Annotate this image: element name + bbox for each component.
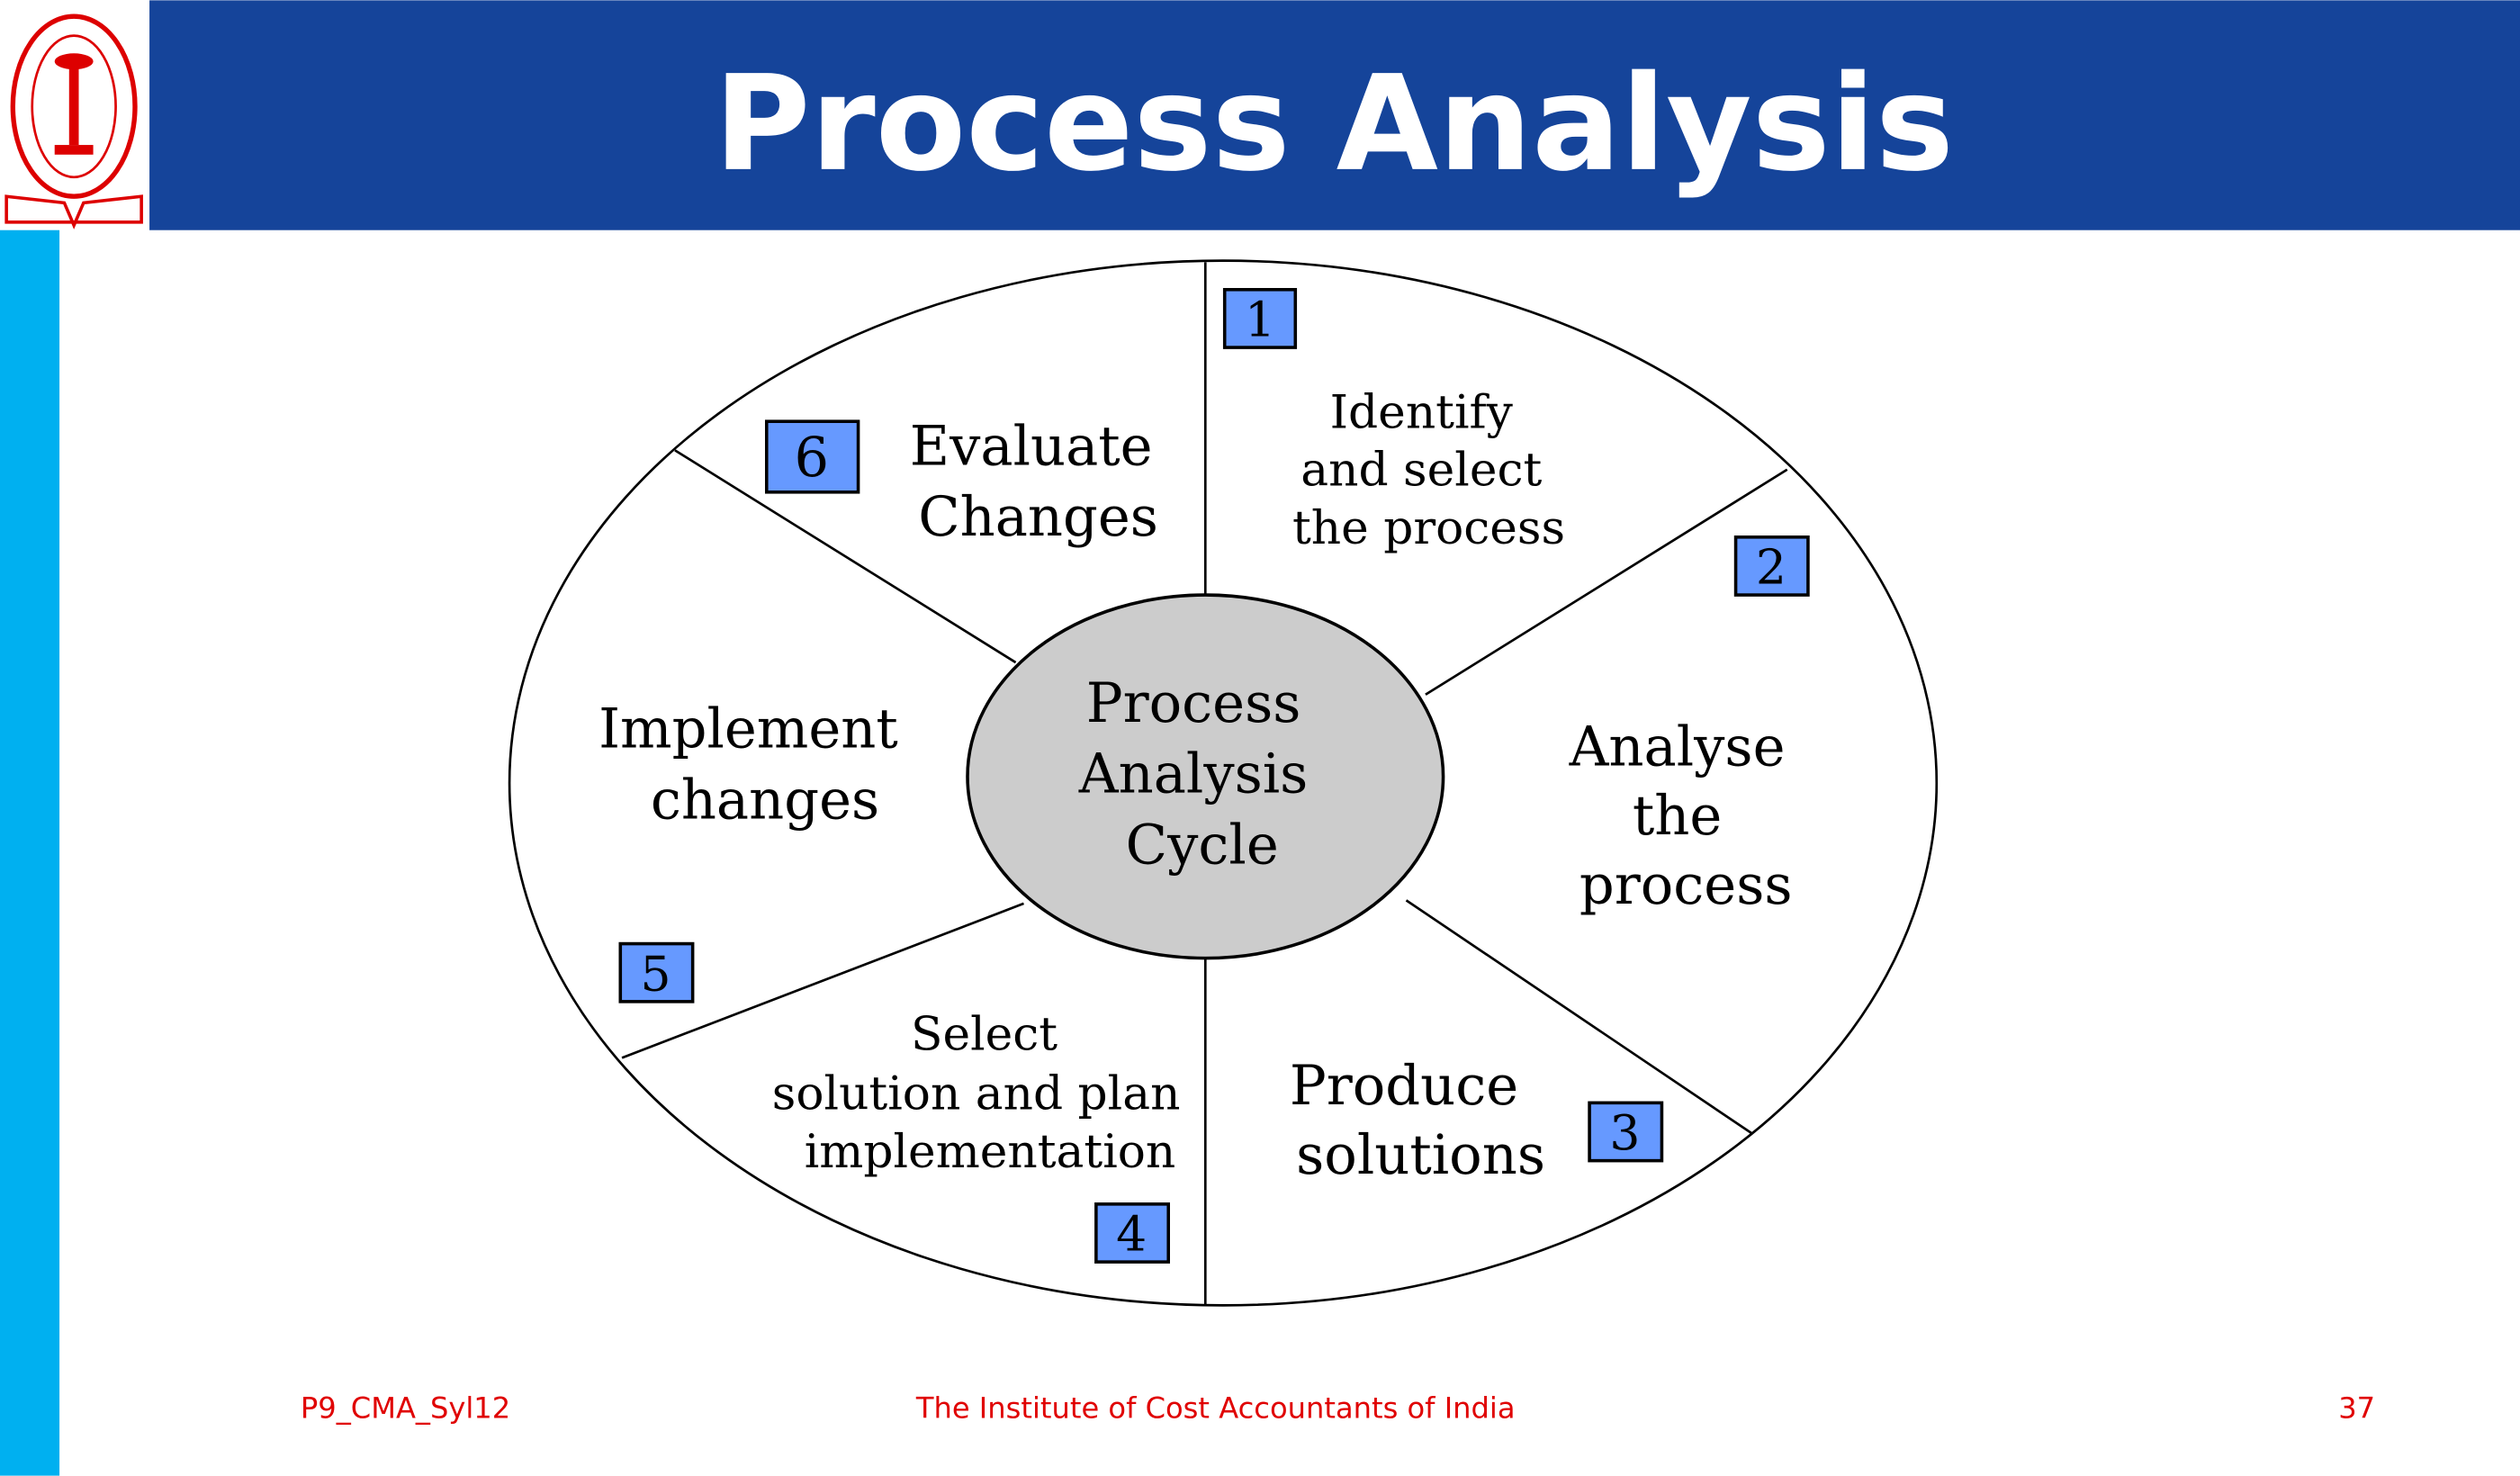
header-bar bbox=[149, 0, 2520, 230]
center-line: Process bbox=[1086, 672, 1301, 735]
label-line: Identify bbox=[1330, 385, 1514, 439]
center-line: Analysis bbox=[1078, 743, 1309, 806]
step-number-badge: 5 bbox=[618, 941, 695, 1004]
label-line: Select bbox=[911, 1007, 1058, 1061]
footer-institute-name: The Institute of Cost Accountants of Ind… bbox=[915, 1390, 1516, 1425]
divider-line bbox=[1405, 899, 1753, 1135]
badge-number: 6 bbox=[794, 427, 829, 490]
step-1-label: Identify and select the process bbox=[1292, 385, 1565, 555]
step-number-badge: 6 bbox=[765, 419, 860, 494]
institute-logo bbox=[4, 14, 143, 230]
step-3-label: Produce solutions bbox=[1290, 1055, 1545, 1187]
label-line: the bbox=[1633, 785, 1722, 848]
divider-line bbox=[621, 902, 1024, 1059]
label-line: process bbox=[1580, 854, 1793, 917]
step-number-badge: 2 bbox=[1733, 536, 1810, 597]
footer-course-code: P9_CMA_Syl12 bbox=[301, 1390, 510, 1425]
badge-number: 5 bbox=[641, 945, 671, 1002]
step-5-label: Implement changes bbox=[598, 698, 915, 832]
step-number-badge: 1 bbox=[1222, 288, 1298, 349]
step-6-label: Evaluate Changes bbox=[910, 415, 1170, 549]
step-4-label: Select solution and plan implementation bbox=[772, 1007, 1195, 1178]
label-line: and select bbox=[1300, 444, 1542, 498]
label-line: Produce bbox=[1290, 1055, 1518, 1118]
badge-number: 2 bbox=[1756, 539, 1786, 596]
label-line: solution and plan bbox=[772, 1067, 1181, 1121]
side-bar bbox=[0, 230, 60, 1476]
label-line: the process bbox=[1292, 501, 1565, 555]
step-2-label: Analyse the process bbox=[1569, 716, 1803, 917]
step-number-badge: 3 bbox=[1588, 1101, 1664, 1163]
label-line: changes bbox=[651, 769, 879, 832]
label-line: Evaluate bbox=[910, 415, 1153, 478]
badge-number: 3 bbox=[1609, 1104, 1640, 1161]
step-number-badge: 4 bbox=[1094, 1202, 1171, 1264]
center-label: Process Analysis Cycle bbox=[1078, 672, 1326, 877]
label-line: Implement bbox=[598, 698, 898, 761]
label-line: implementation bbox=[805, 1125, 1176, 1179]
badge-number: 4 bbox=[1116, 1206, 1147, 1263]
label-line: Changes bbox=[918, 486, 1158, 549]
divider-line bbox=[674, 449, 1017, 664]
process-cycle-diagram bbox=[508, 259, 1939, 1307]
label-line: solutions bbox=[1296, 1124, 1545, 1187]
label-line: Analyse bbox=[1569, 716, 1786, 778]
footer-page-number: 37 bbox=[2338, 1390, 2375, 1425]
page-title: Process Analysis bbox=[714, 47, 1954, 201]
center-line: Cycle bbox=[1126, 814, 1279, 877]
badge-number: 1 bbox=[1245, 292, 1275, 348]
divider-line bbox=[1425, 468, 1788, 696]
center-circle bbox=[966, 593, 1445, 960]
